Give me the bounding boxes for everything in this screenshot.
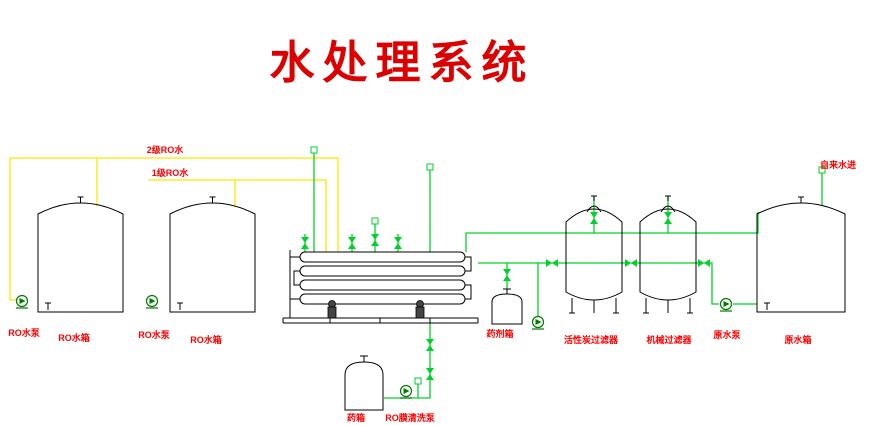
valve-icon [664, 212, 672, 224]
valve-icon [301, 237, 309, 249]
pipe-stage1-ro-water [148, 179, 327, 252]
label-ro-pump-a: RO水泵 [8, 327, 41, 338]
ro-high-pressure-pump [327, 300, 337, 319]
cip-chem-tank [344, 355, 384, 411]
valve-icon [371, 234, 379, 246]
label-stage2-ro-water: 2级RO水 [147, 144, 185, 155]
valve-icon [698, 259, 710, 267]
label-ro-cip-pump: RO膜清洗泵 [385, 412, 436, 423]
instrument-icon [310, 146, 318, 154]
valve-icon [503, 269, 511, 281]
label-mechanical-filter: 机械过滤器 [646, 334, 692, 345]
instrument-icon [414, 377, 422, 385]
pipe-ro-top-lines [304, 153, 431, 252]
valve-icon [348, 237, 356, 249]
pipe-stage2-ro-water [9, 157, 339, 301]
ro-pump-b-icon [145, 294, 159, 309]
dosing-pump-icon [531, 315, 545, 330]
valve-icon [426, 368, 434, 380]
label-chem-dosing-tank: 药剂箱 [486, 328, 513, 339]
pipe-filter-feed-main [478, 262, 757, 316]
ro-membrane-skid [282, 250, 479, 324]
instrument-icon [426, 163, 434, 171]
valve-icon [590, 212, 598, 224]
label-chem-tank: 药箱 [347, 412, 365, 423]
label-raw-water-tank: 原水箱 [784, 334, 811, 345]
ro-water-tank-b [169, 196, 256, 313]
label-ro-tank-b: RO水箱 [190, 334, 222, 345]
label-tap-water-in: 自来水进 [820, 159, 856, 170]
valve-icon [546, 259, 558, 267]
ro-water-tank-a [37, 196, 124, 313]
pipe-filter-top-main [465, 196, 759, 252]
ro-high-pressure-pump [415, 300, 425, 319]
label-ro-pump-b: RO水泵 [138, 329, 171, 340]
label-ro-tank-a: RO水箱 [58, 332, 90, 343]
valve-icon [426, 339, 434, 351]
label-stage1-ro-water: 1级RO水 [152, 167, 190, 178]
chem-dosing-tank [491, 288, 523, 325]
page-title: 水处理系统 [269, 38, 534, 88]
valve-icon [625, 259, 637, 267]
label-raw-water-pump: 原水泵 [713, 329, 741, 340]
activated-carbon-filter [565, 195, 623, 314]
raw-water-tank [756, 196, 846, 313]
cip-pump-icon [399, 384, 413, 399]
instrument-icon [371, 217, 379, 225]
raw-water-pump-icon [719, 297, 733, 312]
label-carbon-filter: 活性炭过滤器 [564, 334, 619, 345]
mechanical-filter [639, 195, 697, 314]
valve-icon [394, 237, 402, 249]
ro-pump-a-icon [15, 294, 29, 309]
